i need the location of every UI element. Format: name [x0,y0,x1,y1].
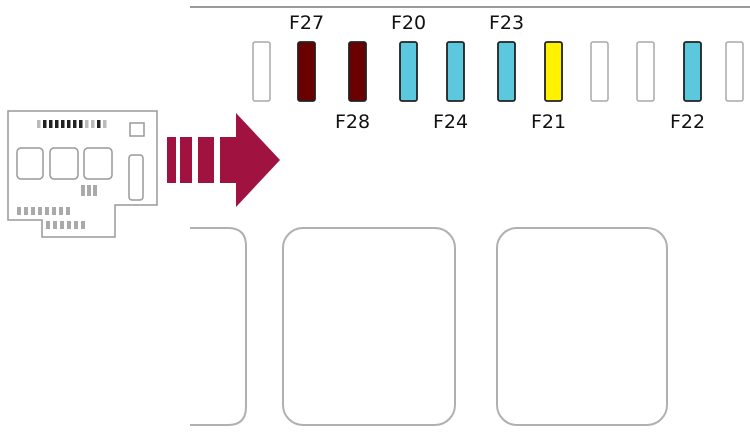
direction-arrow-icon [167,113,280,207]
fuse-f23 [497,41,516,102]
relay-slot-partial [190,227,247,426]
fuse-slot-empty [725,41,744,102]
fuse-slot-empty [590,41,609,102]
fuse-f21 [544,41,563,102]
fuse-box-locator-icon [7,110,158,238]
fuse-label: F27 [289,12,324,34]
fuse-label: F22 [670,111,705,133]
fuse-slot-empty [252,41,271,102]
fuse-label: F24 [433,111,468,133]
fuse-label: F28 [335,111,370,133]
relay-slot [282,227,456,426]
fuse-f22 [683,41,702,102]
fuse-f27 [297,41,316,102]
fuse-f24 [446,41,465,102]
fuse-label: F20 [391,12,426,34]
fuse-f28 [348,41,367,102]
fuse-label: F21 [531,111,566,133]
fuse-slot-empty [636,41,655,102]
fuse-f20 [399,41,418,102]
fuse-label: F23 [489,12,524,34]
relay-slot [496,227,668,426]
